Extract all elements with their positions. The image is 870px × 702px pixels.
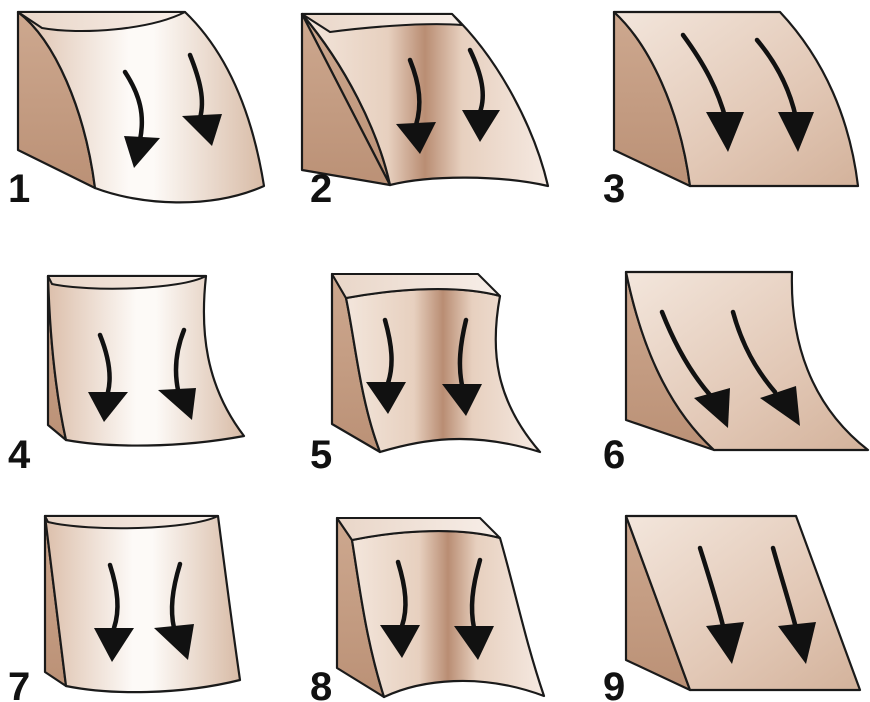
label-6: 6 [603, 433, 625, 477]
label-2: 2 [310, 167, 332, 211]
label-3: 3 [603, 167, 625, 211]
shape-4 [48, 276, 244, 446]
shape-2 [302, 14, 548, 186]
label-8: 8 [310, 665, 332, 702]
label-9: 9 [603, 665, 625, 702]
label-4: 4 [8, 433, 31, 477]
label-5: 5 [310, 433, 332, 477]
shape-7 [45, 516, 240, 692]
shape-5 [332, 274, 540, 452]
shape-9 [626, 516, 860, 690]
shape-6 [626, 272, 868, 450]
label-1: 1 [8, 167, 30, 211]
shape-3 [614, 12, 858, 186]
shape-8 [337, 518, 544, 697]
label-7: 7 [8, 665, 30, 702]
shape-1 [18, 12, 264, 202]
